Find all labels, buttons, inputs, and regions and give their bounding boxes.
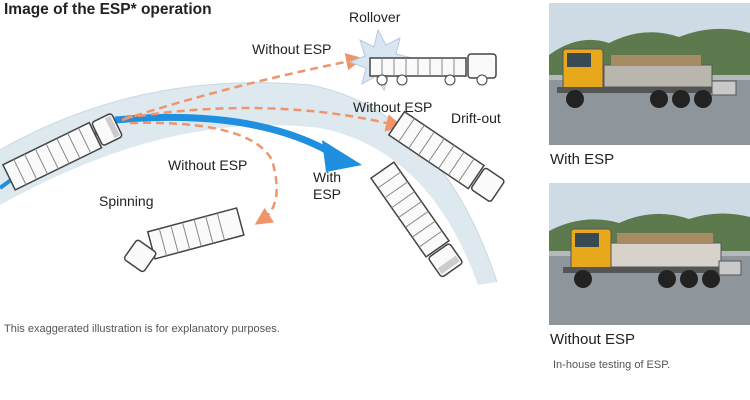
photo-without-esp (549, 183, 750, 325)
truck-drift-out (387, 110, 505, 202)
diagram-caption: This exaggerated illustration is for exp… (4, 323, 280, 335)
photo-truck-without-esp (563, 228, 742, 288)
label-spinning: Spinning (99, 193, 154, 209)
with-esp-path-main (114, 113, 332, 156)
esp-diagram: Rollover Without ESP Without ESP Drift-o… (0, 9, 505, 285)
photo-note: In-house testing of ESP. (553, 359, 671, 371)
photo-truck-with-esp (557, 48, 737, 108)
label-drift-out: Drift-out (451, 110, 501, 126)
truck-spinning (123, 207, 245, 273)
photo-label-with-esp: With ESP (550, 151, 615, 168)
road (0, 82, 497, 285)
drift-out-path (124, 106, 404, 132)
label-esp: ESP (313, 186, 341, 202)
label-rollover: Rollover (349, 9, 401, 25)
photo-label-without-esp: Without ESP (550, 331, 636, 348)
label-with: With (313, 169, 341, 185)
photo-with-esp (549, 3, 750, 145)
label-without-esp-spin: Without ESP (168, 157, 247, 173)
rollover-path (121, 53, 364, 122)
label-without-esp-rollover: Without ESP (252, 41, 331, 57)
label-without-esp-drift: Without ESP (353, 99, 432, 115)
diagram-title: Image of the ESP* operation (4, 1, 212, 18)
spinning-path (129, 121, 278, 225)
with-esp-arrowhead (322, 140, 362, 172)
road-edge (0, 82, 498, 283)
truck-rollover (369, 53, 497, 86)
truck-start (1, 113, 123, 191)
truck-with-esp (369, 161, 463, 278)
